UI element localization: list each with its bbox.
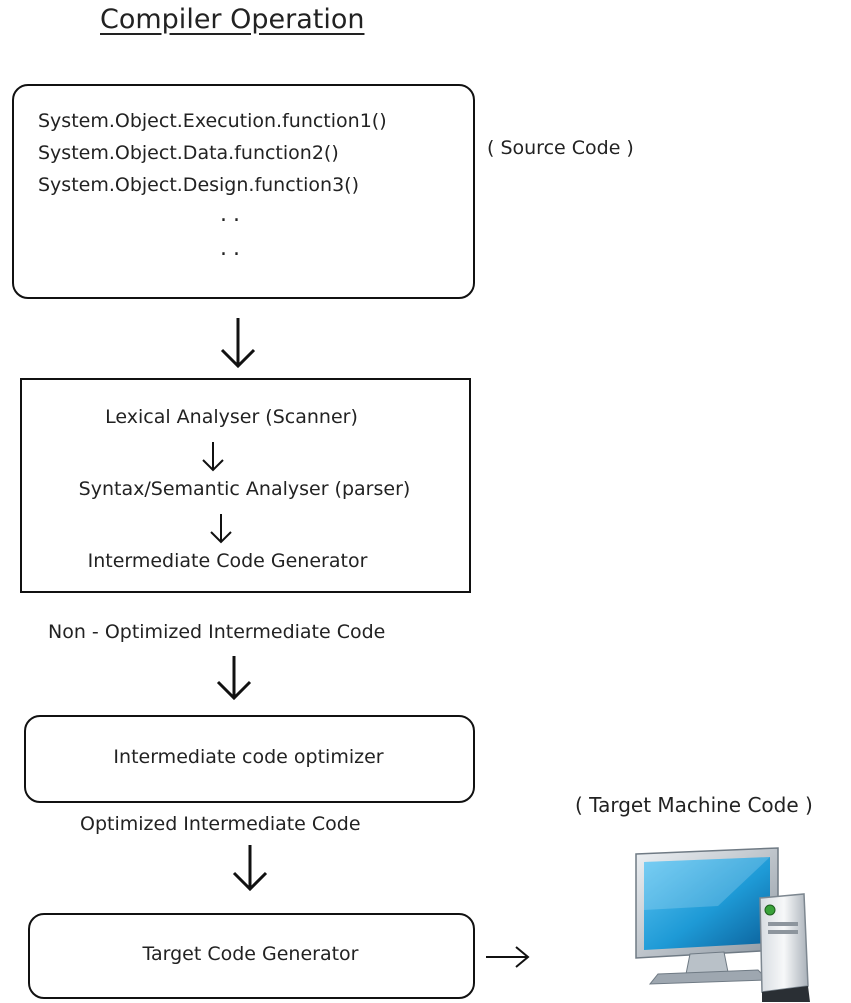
source-code-label: ( Source Code ) <box>487 137 634 159</box>
arrow-down-icon <box>230 843 270 893</box>
source-line-2: System.Object.Data.function2() <box>38 142 339 164</box>
desktop-computer-icon <box>628 846 838 1003</box>
syntax-analyser-label: Syntax/Semantic Analyser (parser) <box>78 478 411 500</box>
code-optimizer-box: Intermediate code optimizer <box>24 715 475 803</box>
target-machine-code-label: ( Target Machine Code ) <box>575 793 813 817</box>
source-ellipsis-1: .. <box>220 202 246 227</box>
source-ellipsis-2: .. <box>220 236 246 261</box>
source-code-box: System.Object.Execution.function1() Syst… <box>12 84 475 299</box>
source-line-1: System.Object.Execution.function1() <box>38 110 387 132</box>
arrow-down-icon <box>200 440 226 474</box>
non-optimized-code-label: Non - Optimized Intermediate Code <box>48 621 386 643</box>
source-line-3: System.Object.Design.function3() <box>38 174 359 196</box>
lexical-analyser-label: Lexical Analyser (Scanner) <box>105 406 358 428</box>
analysis-box: Lexical Analyser (Scanner) Syntax/Semant… <box>20 378 471 593</box>
arrow-down-icon <box>214 654 254 702</box>
arrow-right-icon <box>484 944 532 970</box>
diagram-title: Compiler Operation <box>100 4 365 35</box>
optimized-code-label: Optimized Intermediate Code <box>80 813 361 835</box>
arrow-down-icon <box>218 316 258 370</box>
target-code-generator-box: Target Code Generator <box>28 913 475 999</box>
target-code-generator-label: Target Code Generator <box>142 943 359 965</box>
arrow-down-icon <box>208 512 234 546</box>
intermediate-code-generator-label: Intermediate Code Generator <box>87 550 368 572</box>
code-optimizer-label: Intermediate code optimizer <box>113 746 384 768</box>
